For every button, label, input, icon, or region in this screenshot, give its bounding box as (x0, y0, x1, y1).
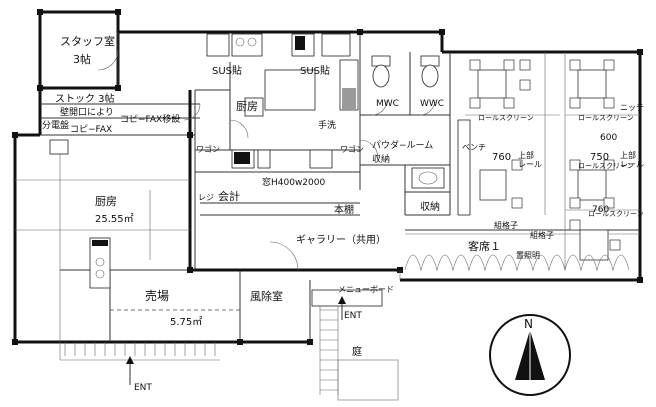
wwc-label: WWC (420, 99, 444, 109)
stock-label: ストック 3帖 (55, 92, 115, 105)
panel-label: 分電盤 (42, 119, 69, 131)
sus-label-2: SUS貼 (300, 64, 330, 77)
outer-walls (13, 10, 642, 344)
toilet-fixtures (371, 55, 445, 189)
storage-label-1: 収納 (372, 153, 390, 165)
room-labels: スタッフ室 3帖 ストック 3帖 壁開口により 分電盤 コピ−FAX コピ−FA… (42, 34, 644, 393)
shop-label: 売場 (145, 288, 169, 303)
north-compass (489, 314, 571, 396)
garden-label: 庭 (352, 345, 362, 358)
upper-rail-label-2: 上部レール (620, 150, 644, 169)
front-lattice (404, 254, 630, 272)
spot-light-label: 置照明 (516, 251, 540, 260)
kitchen-top-label: 厨房 (236, 100, 258, 113)
sus-label-1: SUS貼 (212, 64, 242, 77)
ent-label-1: ENT (344, 311, 362, 321)
powder-room-label: パウダ−ルーム (372, 139, 433, 151)
lattice-label-2: 組格子 (530, 230, 554, 240)
hand-wash-label: 手洗 (318, 119, 336, 131)
dim-600: 600 (600, 133, 617, 143)
gallery-label: ギャラリー（共用） (296, 234, 386, 246)
copy-fax-label: コピ−FAX (70, 124, 112, 135)
entrance-arrows (126, 296, 346, 385)
staff-room-label: スタッフ室 (60, 34, 115, 48)
dining-furniture (457, 52, 640, 270)
entrance-steps (59, 289, 399, 401)
ent-label-2: ENT (134, 383, 152, 393)
doors (97, 49, 436, 280)
register-label: 会計 (218, 189, 240, 203)
kitchen-area-label: 25.55㎡ (95, 213, 134, 225)
interior-walls (15, 32, 640, 342)
storage-label-2: 収納 (420, 200, 440, 213)
seats-label: 客席１ (468, 239, 501, 253)
kitchen-main-label: 厨房 (95, 195, 117, 208)
mwc-label: MWC (376, 99, 399, 109)
dim-750: 750 (590, 152, 609, 163)
staff-room-size: 3帖 (73, 53, 91, 66)
menu-board-label: メニューボード (338, 285, 394, 294)
wagon-label-2: ワゴン (340, 144, 364, 154)
kitchen-fixtures (49, 33, 359, 289)
roll-screen-label-3: ロールスクリーン (578, 162, 634, 170)
wagon-label-1: ワゴン (196, 144, 220, 154)
niche-label: ニッチ (620, 103, 644, 112)
window-label: 窓H400w2000 (262, 176, 325, 188)
bookshelf-label: 本棚 (334, 203, 354, 216)
windbreak-label: 風除室 (250, 289, 283, 303)
register-reji-label: レジ (198, 193, 214, 202)
roll-screen-label-4: ロールスクリーン (588, 210, 644, 218)
lattice-label-1: 組格子 (494, 220, 518, 230)
dim-760-a: 760 (492, 152, 511, 163)
dim-760-b: 760 (592, 205, 609, 215)
shop-area-label: 5.75㎡ (170, 316, 202, 328)
north-label: N (524, 317, 533, 331)
stock-note: 壁開口により (60, 106, 114, 118)
bench-label: ベンチ (462, 143, 486, 152)
copy-fax-move-label: コピ−FAX移設 (120, 113, 180, 125)
roll-screen-label-1: ロールスクリーン (478, 114, 534, 122)
roll-screen-label-2: ロールスクリーン (578, 114, 634, 122)
upper-rail-label-1: 上部レール (518, 150, 542, 169)
